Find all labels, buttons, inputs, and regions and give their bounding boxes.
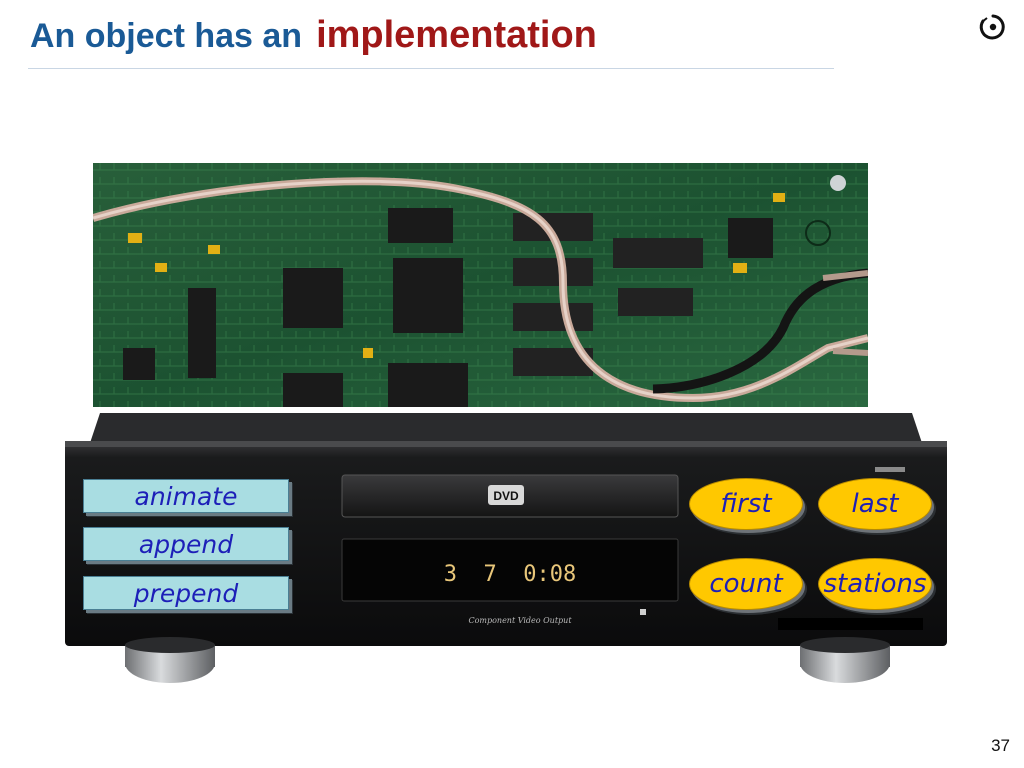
eiffel-logo-icon [979,14,1005,40]
stations-query[interactable]: stations [818,558,932,610]
animate-feature[interactable]: animate [83,479,289,513]
circuit-board-image [93,163,868,407]
append-feature[interactable]: append [83,527,289,561]
last-query[interactable]: last [818,478,932,530]
page-number: 37 [991,736,1010,755]
device-caption: Component Video Output [468,616,572,625]
title-divider [28,68,834,69]
title-lead: An object has an [30,17,303,55]
display-readout: 3 7 0:08 [444,562,576,587]
first-query[interactable]: first [689,478,803,530]
slide-title: An object has an implementation [30,14,597,57]
prepend-feature[interactable]: prepend [83,576,289,610]
count-query[interactable]: count [689,558,803,610]
title-emphasis: implementation [316,14,597,56]
dvd-logo: DVD [493,489,519,503]
